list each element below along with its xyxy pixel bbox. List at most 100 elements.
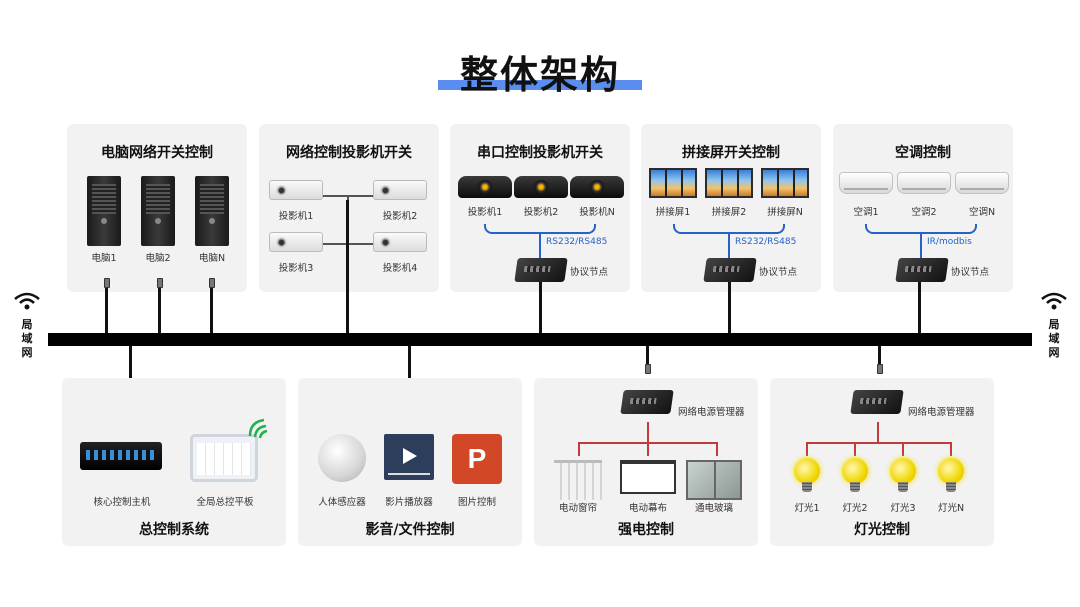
panel-media-control: P 人体感应器 影片播放器 图片控制 影音/文件控制: [298, 378, 522, 546]
air-conditioner-icon: [897, 172, 951, 194]
connector-line: [918, 282, 921, 334]
protocol-line: [539, 234, 541, 260]
projector-icon: [458, 176, 512, 198]
power-line: [647, 442, 649, 456]
panel-pc-network: 电脑网络开关控制 电脑1 电脑2 电脑N: [67, 124, 247, 292]
node-label: 协议节点: [759, 267, 798, 278]
projector-icon: [269, 232, 323, 252]
power-line: [950, 442, 952, 456]
computer-icon: [141, 176, 175, 246]
connector-line: [408, 346, 411, 390]
video-wall-icon: [649, 168, 697, 198]
video-wall-icon: [761, 168, 809, 198]
computer-icon: [87, 176, 121, 246]
rj45-plug-icon: [877, 364, 883, 374]
device-label: 投影机2: [382, 211, 418, 222]
connector-line: [346, 200, 349, 334]
connector-line: [539, 282, 542, 334]
title-underline: [438, 80, 642, 90]
connector-line: [728, 282, 731, 334]
connector-line: [105, 282, 108, 334]
panel-title: 空调控制: [895, 145, 951, 161]
power-line: [854, 442, 856, 456]
power-line: [578, 442, 580, 456]
device-label: 空调1: [853, 207, 879, 218]
panel-lighting-control: 网络电源管理器 灯光1 灯光2 灯光3 灯光N 灯光控制: [770, 378, 994, 546]
connector-line: [129, 346, 132, 390]
rj45-plug-icon: [157, 278, 163, 288]
light-bulb-icon: [794, 458, 820, 492]
lan-label-right: 局 域 网: [1047, 318, 1061, 360]
device-label: 人体感应器: [318, 497, 366, 508]
panel-title: 拼接屏开关控制: [682, 145, 780, 161]
video-player-icon: [384, 434, 434, 480]
manager-label: 网络电源管理器: [678, 407, 745, 418]
panel-title: 影音/文件控制: [365, 522, 455, 538]
panel-title: 电脑网络开关控制: [101, 145, 213, 161]
projector-icon: [373, 180, 427, 200]
panel-master-control: 核心控制主机 全局总控平板 总控制系统: [62, 378, 286, 546]
lan-bus: [48, 333, 1032, 346]
protocol-node-icon: [895, 258, 949, 282]
projector-icon: [373, 232, 427, 252]
device-label: 电脑1: [91, 253, 117, 264]
device-label: 投影机4: [382, 263, 418, 274]
panel-power-control: 网络电源管理器 电动窗帘 电动幕布 通电玻璃 强电控制: [534, 378, 758, 546]
protocol-line: [920, 234, 922, 260]
light-bulb-icon: [890, 458, 916, 492]
device-label: 影片播放器: [385, 497, 433, 508]
device-label: 投影机N: [579, 207, 615, 218]
device-label: 电脑N: [198, 253, 226, 264]
connector-line: [878, 346, 881, 368]
device-label: 空调2: [911, 207, 937, 218]
wifi-icon: [1041, 292, 1067, 310]
motion-sensor-icon: [318, 434, 366, 482]
rj45-plug-icon: [104, 278, 110, 288]
lan-char: 网: [1048, 346, 1060, 359]
device-label: 投影机2: [523, 207, 559, 218]
lan-char: 局: [21, 318, 33, 331]
light-bulb-icon: [938, 458, 964, 492]
panel-title: 总控制系统: [139, 522, 209, 538]
projection-screen-icon: [620, 460, 676, 494]
protocol-bracket: [865, 224, 977, 234]
protocol-bracket: [484, 224, 596, 234]
lan-char: 域: [1048, 332, 1060, 345]
power-line: [716, 442, 718, 456]
rj45-plug-icon: [645, 364, 651, 374]
protocol-label: IR/modbis: [927, 237, 972, 247]
power-line: [647, 422, 649, 442]
video-wall-icon: [705, 168, 753, 198]
panel-title: 串口控制投影机开关: [477, 145, 603, 161]
device-label: 投影机3: [278, 263, 314, 274]
powerpoint-icon: P: [452, 434, 502, 484]
protocol-label: RS232/RS485: [546, 237, 608, 247]
connector-line: [210, 282, 213, 334]
node-label: 协议节点: [570, 267, 609, 278]
panel-air-conditioner: 空调控制 空调1 空调2 空调N IR/modbis 协议节点: [833, 124, 1013, 292]
device-label: 拼接屏N: [767, 207, 803, 218]
protocol-line: [728, 234, 730, 260]
power-line: [877, 422, 879, 442]
computer-icon: [195, 176, 229, 246]
panel-network-projector: 网络控制投影机开关 投影机1 投影机2 投影机3 投影机4: [259, 124, 439, 292]
device-label: 电动幕布: [628, 503, 667, 514]
device-label: 图片控制: [457, 497, 496, 508]
device-label: 拼接屏2: [711, 207, 747, 218]
connector-line: [646, 346, 649, 368]
smart-glass-icon: [686, 460, 742, 500]
panel-title: 强电控制: [618, 522, 674, 538]
protocol-node-icon: [703, 258, 757, 282]
device-label: 灯光1: [794, 503, 820, 514]
device-label: 全局总控平板: [196, 497, 254, 508]
protocol-bracket: [673, 224, 785, 234]
wireless-icon: [248, 418, 268, 439]
panel-splice-screen: 拼接屏开关控制 拼接屏1 拼接屏2 拼接屏N RS232/RS485 协议节点: [641, 124, 821, 292]
power-manager-icon: [620, 390, 674, 414]
device-label: 拼接屏1: [655, 207, 691, 218]
device-label: 投影机1: [467, 207, 503, 218]
device-label: 空调N: [968, 207, 996, 218]
power-line: [902, 442, 904, 456]
projector-icon: [570, 176, 624, 198]
power-line: [806, 442, 952, 444]
